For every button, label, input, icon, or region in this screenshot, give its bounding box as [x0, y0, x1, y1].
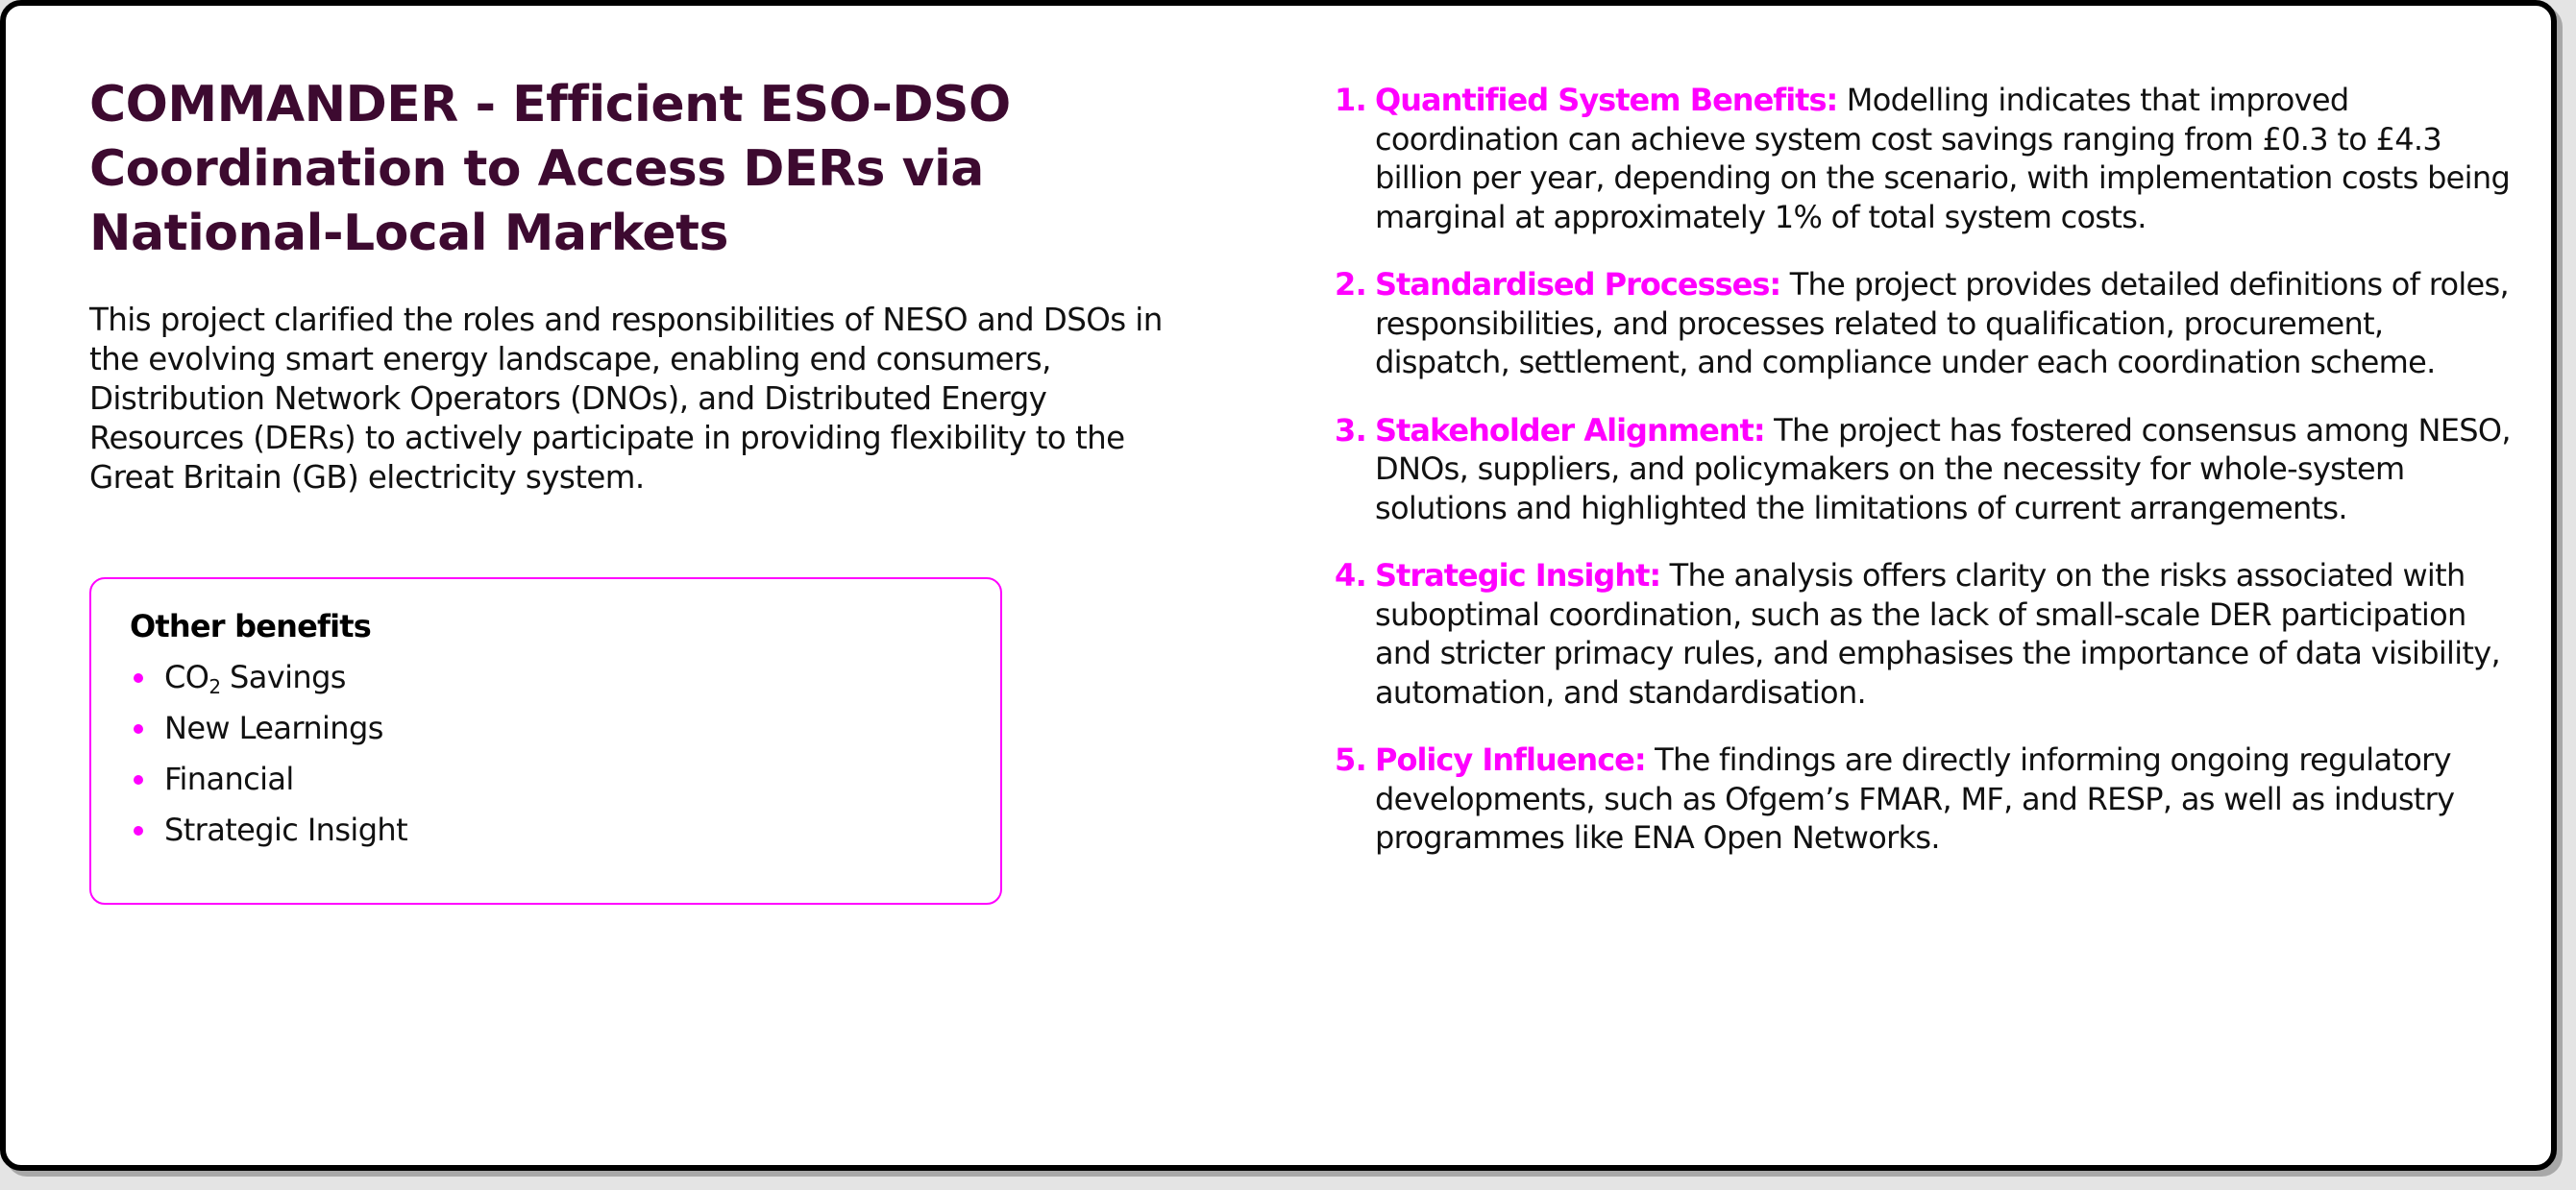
benefit-label: Financial	[164, 761, 294, 797]
finding-number: 5.	[1335, 741, 1367, 778]
project-card: COMMANDER - Efficient ESO-DSO Coordinati…	[0, 0, 2557, 1171]
project-intro: This project clarified the roles and res…	[89, 302, 1163, 496]
bullet-icon	[134, 775, 143, 785]
finding-number: 2.	[1335, 266, 1367, 303]
finding-text: Modelling indicates that improved coordi…	[1375, 82, 2511, 235]
finding-number: 3.	[1335, 411, 1367, 449]
finding-item: 2. Standardised Processes: The project p…	[1335, 265, 2526, 382]
finding-item: 4. Strategic Insight: The analysis offer…	[1335, 556, 2526, 712]
benefit-item-financial: Financial	[130, 760, 407, 811]
finding-heading: Stakeholder Alignment:	[1375, 411, 1766, 449]
finding-heading: Standardised Processes:	[1375, 266, 1781, 303]
benefit-item-co2-savings: CO2 Savings	[130, 658, 407, 709]
finding-item: 1. Quantified System Benefits: Modelling…	[1335, 81, 2526, 236]
other-benefits-title: Other benefits	[130, 608, 372, 644]
project-summary: COMMANDER - Efficient ESO-DSO Coordinati…	[89, 73, 1204, 498]
finding-text: The project provides detailed definition…	[1375, 266, 2510, 380]
finding-text: The analysis offers clarity on the risks…	[1375, 557, 2501, 711]
findings-list: 1. Quantified System Benefits: Modelling…	[1335, 81, 2526, 858]
finding-text: The findings are directly informing ongo…	[1375, 741, 2455, 856]
bullet-icon	[134, 724, 143, 734]
benefit-label: Strategic Insight	[164, 812, 408, 848]
finding-text: The project has fostered consensus among…	[1375, 411, 2512, 526]
other-benefits-list: CO2 Savings New Learnings Financial Stra…	[130, 658, 408, 862]
finding-item: 3. Stakeholder Alignment: The project ha…	[1335, 411, 2526, 528]
finding-item: 5. Policy Influence: The findings are di…	[1335, 741, 2526, 858]
other-benefits-panel: Other benefits CO2 Savings New Learnings…	[89, 577, 1002, 905]
key-findings: 1. Quantified System Benefits: Modelling…	[1335, 81, 2526, 886]
finding-number: 4.	[1335, 557, 1367, 594]
benefit-item-new-learnings: New Learnings	[130, 709, 407, 760]
bullet-icon	[134, 826, 143, 836]
finding-heading: Quantified System Benefits:	[1375, 82, 1838, 118]
page-title: COMMANDER - Efficient ESO-DSO Coordinati…	[89, 76, 1011, 262]
benefit-label: New Learnings	[164, 710, 383, 746]
finding-heading: Strategic Insight:	[1375, 557, 1661, 594]
bullet-icon	[134, 673, 143, 683]
benefit-label: CO2 Savings	[164, 659, 346, 698]
finding-heading: Policy Influence:	[1375, 741, 1647, 778]
finding-number: 1.	[1335, 82, 1367, 118]
benefit-item-strategic-insight: Strategic Insight	[130, 811, 408, 862]
